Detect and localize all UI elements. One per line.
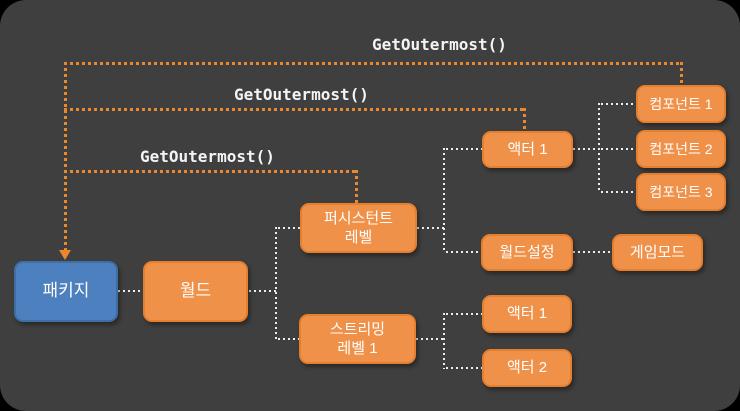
- node-actor1-streaming: 액터 1: [482, 295, 572, 333]
- node-world: 월드: [143, 261, 248, 322]
- connector-to-actor1-streaming: [446, 313, 482, 315]
- node-persistent-level: 퍼시스턴트 레벨: [300, 203, 417, 253]
- connector-streaming-stub: [416, 338, 444, 340]
- outermost-line-component1-drop: [680, 62, 683, 85]
- outermost-label-mid: GetOutermost(): [234, 85, 369, 104]
- connector-persistent-stub: [417, 227, 444, 229]
- outermost-label-low: GetOutermost(): [140, 147, 275, 166]
- node-package: 패키지: [14, 261, 118, 322]
- connector-to-persistent: [278, 227, 300, 229]
- arrowhead-to-package-icon: [59, 250, 71, 260]
- connector-to-component1: [601, 103, 636, 105]
- outermost-line-component1: [64, 62, 683, 65]
- connector-to-component2: [601, 148, 636, 150]
- outermost-line-actor1-drop: [523, 108, 526, 131]
- outermost-label-top: GetOutermost(): [372, 35, 507, 54]
- connector-persistent-branch: [443, 148, 445, 253]
- connector-to-worldsettings: [446, 251, 481, 253]
- connector-to-actor2-streaming: [446, 367, 482, 369]
- connector-world-stub: [249, 290, 276, 292]
- connector-world-branch: [275, 227, 277, 340]
- outermost-line-persistent: [64, 170, 358, 173]
- connector-worldsettings-gamemode: [573, 251, 612, 253]
- node-world-settings: 월드설정: [481, 234, 573, 271]
- node-component2: 컴포넌트 2: [636, 130, 726, 168]
- connector-to-streaming: [278, 338, 299, 340]
- connector-to-component3: [601, 191, 636, 193]
- connector-package-world: [118, 290, 143, 292]
- outermost-line-actor1: [64, 108, 526, 111]
- node-actor1-persistent: 액터 1: [482, 131, 573, 168]
- node-streaming-level: 스트리밍 레벨 1: [299, 314, 416, 364]
- connector-actor1-stub: [573, 148, 599, 150]
- connector-actor1-branch: [598, 103, 600, 193]
- node-component3: 컴포넌트 3: [636, 173, 726, 211]
- outermost-trunk-line: [64, 62, 67, 250]
- node-component1: 컴포넌트 1: [636, 85, 726, 123]
- connector-streaming-branch: [443, 313, 445, 369]
- node-game-mode: 게임모드: [612, 234, 703, 271]
- outermost-line-persistent-drop: [355, 170, 358, 203]
- connector-to-actor1-persistent: [446, 148, 482, 150]
- node-actor2-streaming: 액터 2: [482, 349, 572, 387]
